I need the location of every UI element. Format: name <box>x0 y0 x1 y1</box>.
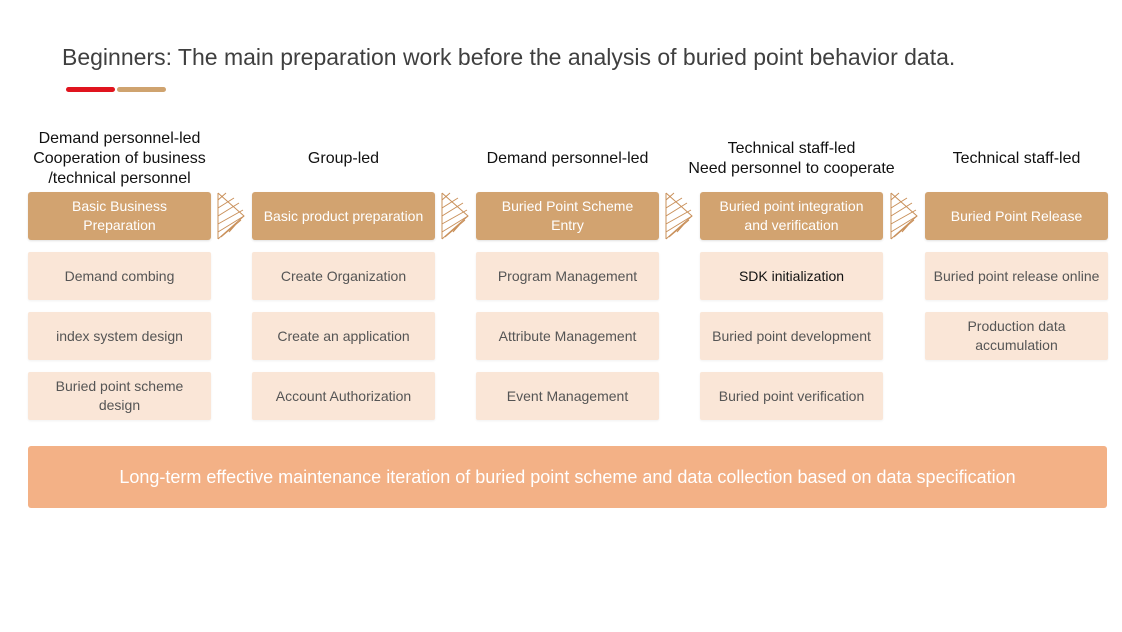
task-box: Attribute Management <box>476 312 659 360</box>
task-box: Buried point release online <box>925 252 1108 300</box>
stage-lead: Demand personnel-led <box>476 128 659 190</box>
stage-lead-line: Technical staff-led <box>952 150 1081 167</box>
stage-product-preparation: Group-led Basic product preparation Crea… <box>252 128 435 420</box>
phase-box: Buried Point Release <box>925 192 1108 240</box>
chevron-arrow-icon <box>441 192 469 240</box>
task-box: Buried point verification <box>700 372 883 420</box>
stage-lead: Demand personnel-led Cooperation of busi… <box>28 128 211 190</box>
page-title: Beginners: The main preparation work bef… <box>62 44 956 70</box>
phase-box: Basic product preparation <box>252 192 435 240</box>
task-box: Buried point development <box>700 312 883 360</box>
stage-lead-line: Demand personnel-led <box>38 130 201 147</box>
stage-lead: Technical staff-led Need personnel to co… <box>688 128 894 190</box>
stage-lead-line: Technical staff-led <box>727 140 856 157</box>
task-box: Program Management <box>476 252 659 300</box>
accent-bar-red <box>66 87 115 92</box>
chevron-arrow-icon <box>665 192 693 240</box>
stage-lead-line: Cooperation of business <box>33 150 206 167</box>
accent-bar-tan <box>117 87 166 92</box>
task-box: Account Authorization <box>252 372 435 420</box>
task-box: Buried point scheme design <box>28 372 211 420</box>
stage-lead: Technical staff-led <box>925 128 1108 190</box>
stage-business-preparation: Demand personnel-led Cooperation of busi… <box>28 128 211 420</box>
task-box: Event Management <box>476 372 659 420</box>
stage-lead-line: /technical personnel <box>48 170 191 187</box>
task-box: Demand combing <box>28 252 211 300</box>
task-box: index system design <box>28 312 211 360</box>
stage-scheme-entry: Demand personnel-led Buried Point Scheme… <box>476 128 659 420</box>
stage-lead: Group-led <box>252 128 435 190</box>
chevron-arrow-icon <box>890 192 918 240</box>
task-box: SDK initialization <box>700 252 883 300</box>
phase-box: Basic Business Preparation <box>28 192 211 240</box>
phase-box: Buried point integration and verificatio… <box>700 192 883 240</box>
stage-lead-line: Need personnel to cooperate <box>688 160 895 177</box>
phase-box: Buried Point Scheme Entry <box>476 192 659 240</box>
task-box: Create an application <box>252 312 435 360</box>
stage-release: Technical staff-led Buried Point Release… <box>925 128 1108 360</box>
maintenance-banner: Long-term effective maintenance iteratio… <box>28 446 1107 508</box>
task-box: Production data accumulation <box>925 312 1108 360</box>
stage-lead-line: Demand personnel-led <box>486 150 649 167</box>
chevron-arrow-icon <box>217 192 245 240</box>
stage-integration-verification: Technical staff-led Need personnel to co… <box>688 128 895 420</box>
task-box: Create Organization <box>252 252 435 300</box>
stage-lead-line: Group-led <box>307 150 380 167</box>
